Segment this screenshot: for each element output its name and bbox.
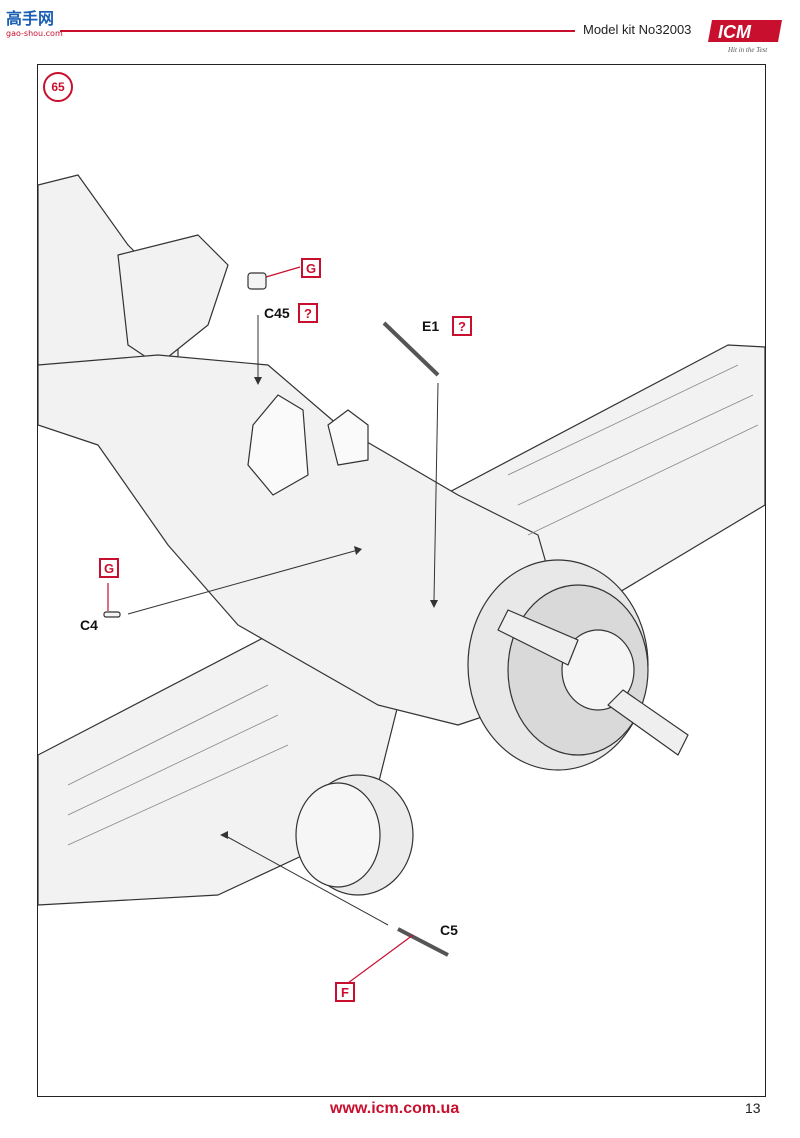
aircraft-illustration — [38, 174, 765, 984]
paint-tag-c5: F — [335, 982, 355, 1002]
footer-url[interactable]: www.icm.com.ua — [330, 1100, 460, 1117]
svg-text:ICM: ICM — [718, 22, 752, 42]
step-number: 65 — [43, 72, 73, 102]
part-label-c45: C45 — [264, 305, 290, 321]
page-number: 13 — [745, 1100, 761, 1116]
icm-logo: ICM Hit in the Test — [708, 20, 782, 54]
kit-number: Model kit No32003 — [583, 22, 692, 37]
part-label-c5: C5 — [440, 922, 458, 938]
watermark-logo: 高手网 gao-shou.com — [6, 9, 63, 38]
svg-text:gao-shou.com: gao-shou.com — [6, 29, 63, 38]
svg-text:Hit in the Test: Hit in the Test — [727, 46, 768, 54]
part-label-e1: E1 — [422, 318, 440, 334]
svg-text:高手网: 高手网 — [6, 9, 54, 28]
color-tag-c45: G — [301, 258, 321, 278]
part-label-c4: C4 — [80, 617, 98, 633]
paint-tag-e1: ? — [452, 316, 472, 336]
paint-tag-c4: G — [99, 558, 119, 578]
header-rule — [60, 30, 575, 32]
paint-tag-c45: ? — [298, 303, 318, 323]
instruction-frame — [37, 64, 766, 1097]
